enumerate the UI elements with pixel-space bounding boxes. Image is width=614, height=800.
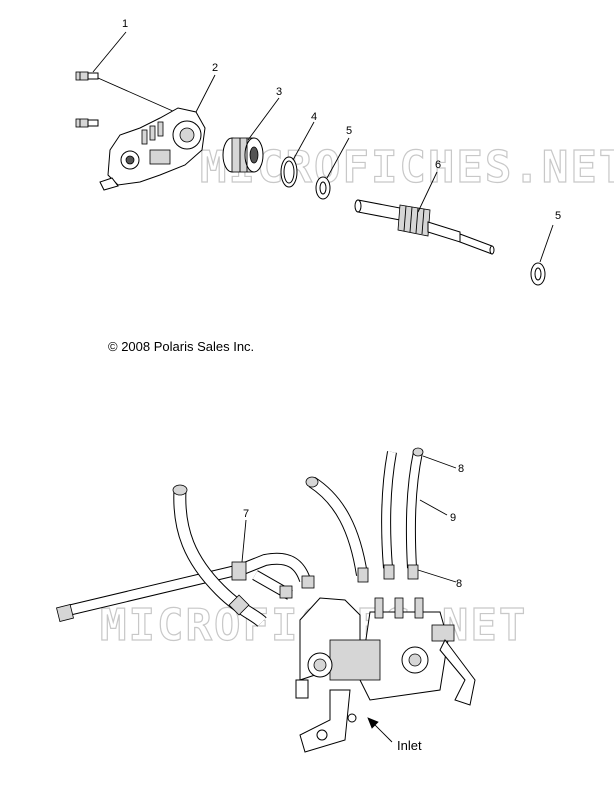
watermark-top: MICROFICHES.NET: [200, 142, 614, 193]
clamp-c: [407, 564, 419, 580]
hose-vertical-a: [381, 451, 397, 569]
copyright-text: © 2008 Polaris Sales Inc.: [108, 339, 254, 354]
o-ring: [280, 156, 298, 188]
callout-5-upper: 5: [346, 125, 352, 137]
bolt-upper: [75, 71, 99, 81]
callout-1: 1: [122, 18, 128, 30]
clamp-b: [383, 564, 395, 580]
hose-curved: [305, 476, 368, 576]
callout-9: 9: [450, 512, 456, 524]
washer-lower: [530, 262, 546, 286]
callout-8-upper: 8: [458, 463, 464, 475]
oil-pump-assembly: [295, 597, 476, 753]
hose-left: [172, 484, 267, 627]
clamp-a: [357, 567, 369, 583]
callout-4: 4: [311, 111, 317, 123]
hose-vertical-b: [405, 447, 424, 569]
tee-fitting: [231, 552, 315, 600]
callout-2: 2: [212, 62, 218, 74]
callout-5-lower: 5: [555, 210, 561, 222]
callout-3: 3: [276, 86, 282, 98]
washer-upper: [315, 176, 331, 200]
oil-pump-body: [99, 107, 206, 191]
callout-7: 7: [243, 508, 249, 520]
drive-shaft: [354, 199, 495, 255]
callout-8-lower: 8: [456, 578, 462, 590]
bolt-lower: [75, 118, 99, 128]
bearing: [222, 137, 264, 173]
inlet-label: Inlet: [397, 738, 422, 753]
inlet-arrow: [367, 717, 393, 743]
callout-6: 6: [435, 159, 441, 171]
